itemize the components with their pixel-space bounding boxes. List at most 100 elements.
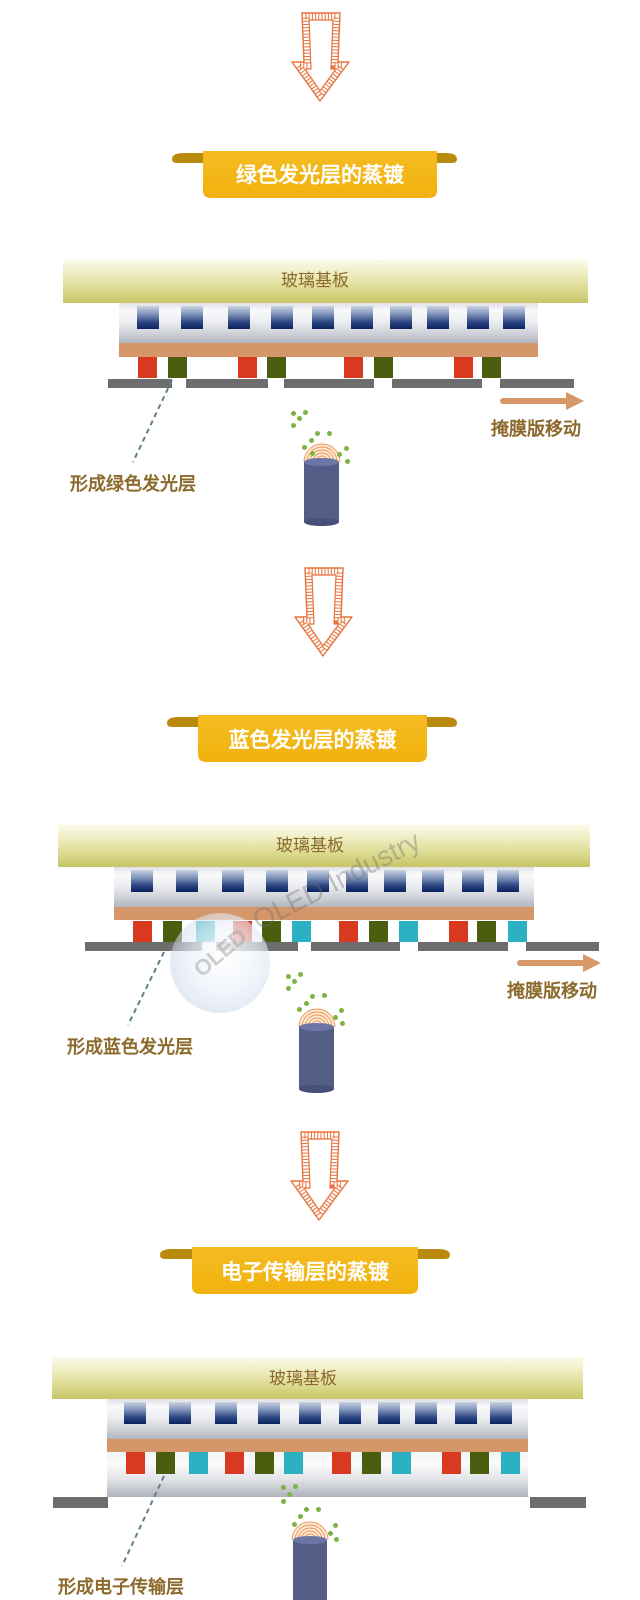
vapor-particle xyxy=(298,1514,303,1519)
formed-layer-label: 形成蓝色发光层 xyxy=(67,1037,193,1058)
shadow-mask-segment xyxy=(108,379,172,388)
vapor-particle xyxy=(316,1507,321,1512)
leader-line xyxy=(121,1475,165,1567)
anode-electrode xyxy=(415,1402,437,1424)
vapor-particle xyxy=(309,438,314,443)
anode-electrode xyxy=(427,306,449,329)
shadow-mask-segment xyxy=(85,942,202,951)
vapor-particle xyxy=(297,416,302,421)
vapor-particle xyxy=(302,445,307,450)
shadow-mask-segment xyxy=(284,379,374,388)
subpixel-green xyxy=(482,357,501,378)
vapor-particle xyxy=(281,1499,286,1504)
glass-substrate xyxy=(63,260,588,303)
vapor-particle xyxy=(303,410,308,415)
vapor-particle xyxy=(339,1008,344,1013)
anode-electrode xyxy=(307,870,329,892)
step-banner-ribbon xyxy=(160,1247,450,1294)
anode-electrode xyxy=(176,870,198,892)
anode-electrode xyxy=(266,870,288,892)
vapor-particle xyxy=(291,423,296,428)
anode-electrode xyxy=(339,1402,361,1424)
down-arrow-icon xyxy=(291,12,350,102)
step-title: 蓝色发光层的蒸镀 xyxy=(228,728,397,752)
anode-electrode xyxy=(351,306,373,329)
shadow-mask-segment xyxy=(526,942,599,951)
subpixel-cyan xyxy=(189,1452,208,1474)
vapor-particle xyxy=(297,1007,302,1012)
vapor-particle xyxy=(292,1522,297,1527)
anode-electrode xyxy=(312,306,334,329)
subpixel-red xyxy=(339,921,358,942)
anode-electrode xyxy=(422,870,444,892)
vapor-particle xyxy=(286,974,291,979)
vapor-particle xyxy=(304,1507,309,1512)
shadow-mask-segment xyxy=(530,1497,586,1508)
vapor-particle xyxy=(333,1523,338,1528)
anode-electrode xyxy=(271,306,293,329)
down-arrow-icon xyxy=(294,567,353,657)
subpixel-green xyxy=(262,921,281,942)
vapor-particle xyxy=(344,446,349,451)
subpixel-red xyxy=(442,1452,461,1474)
shadow-mask-segment xyxy=(392,379,482,388)
shadow-mask-segment xyxy=(53,1497,108,1508)
shadow-mask-segment xyxy=(311,942,400,951)
subpixel-green xyxy=(255,1452,274,1474)
subpixel-red xyxy=(332,1452,351,1474)
vapor-particle xyxy=(327,431,332,436)
subpixel-red xyxy=(133,921,152,942)
anode-electrode xyxy=(181,306,203,329)
evaporation-source-icon xyxy=(293,1536,327,1600)
vapor-particle xyxy=(286,986,291,991)
anode-electrode xyxy=(222,870,244,892)
subpixel-red xyxy=(238,357,257,378)
step-title: 绿色发光层的蒸镀 xyxy=(236,163,404,187)
watermark-logo-circle xyxy=(170,913,270,1013)
anode-electrode xyxy=(462,870,484,892)
subpixel-green xyxy=(156,1452,175,1474)
vapor-particle xyxy=(310,451,315,456)
anode-electrode xyxy=(215,1402,237,1424)
anode-electrode xyxy=(503,306,525,329)
step-banner-ribbon xyxy=(172,151,457,198)
vapor-particle xyxy=(337,452,342,457)
subpixel-green xyxy=(369,921,388,942)
vapor-particle xyxy=(281,1485,286,1490)
right-arrow-icon xyxy=(517,954,601,972)
subpixel-red xyxy=(138,357,157,378)
step-banner-ribbon xyxy=(167,715,457,762)
subpixel-cyan xyxy=(292,921,311,942)
vapor-particle xyxy=(328,1531,333,1536)
evaporation-source-icon xyxy=(299,1023,334,1093)
anode-electrode xyxy=(384,870,406,892)
vapor-particle xyxy=(310,994,315,999)
leader-line xyxy=(132,379,173,463)
vapor-rings-icon xyxy=(291,1521,329,1541)
glass-substrate xyxy=(58,825,590,867)
subpixel-cyan xyxy=(399,921,418,942)
subpixel-green xyxy=(470,1452,489,1474)
subpixel-red xyxy=(225,1452,244,1474)
subpixel-cyan xyxy=(392,1452,411,1474)
subpixel-green xyxy=(374,357,393,378)
subpixel-green xyxy=(168,357,187,378)
right-arrow-icon xyxy=(500,392,584,410)
leader-line xyxy=(127,951,165,1026)
subpixel-red xyxy=(126,1452,145,1474)
mask-move-label: 掩膜版移动 xyxy=(491,419,581,440)
vapor-particle xyxy=(345,459,350,464)
formed-layer-label: 形成电子传输层 xyxy=(58,1577,184,1598)
anode-electrode xyxy=(390,306,412,329)
glass-substrate-label: 玻璃基板 xyxy=(276,836,344,856)
step-title: 电子传输层的蒸镀 xyxy=(221,1260,389,1284)
vapor-particle xyxy=(315,431,320,436)
anode-electrode xyxy=(258,1402,280,1424)
glass-substrate xyxy=(52,1357,583,1399)
anode-electrode xyxy=(124,1402,146,1424)
anode-electrode xyxy=(467,306,489,329)
down-arrow-icon xyxy=(290,1131,349,1221)
